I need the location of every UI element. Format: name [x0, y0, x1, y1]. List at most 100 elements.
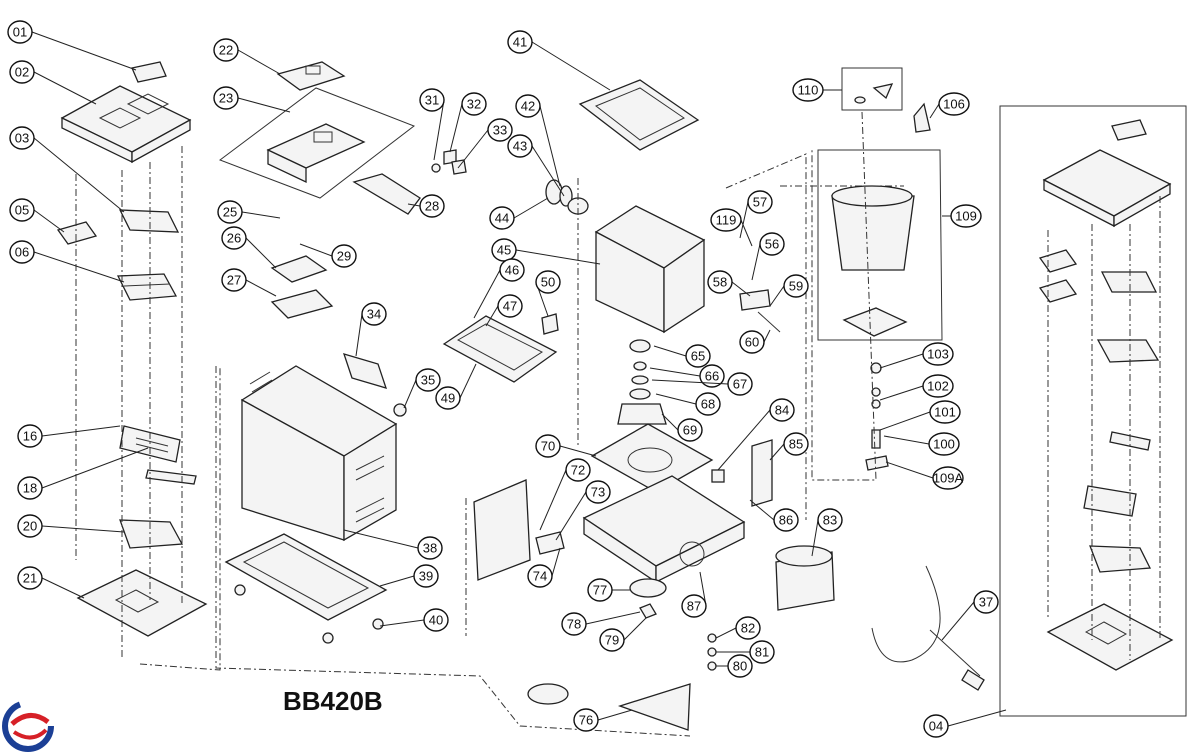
callout-circle-27 — [221, 268, 247, 292]
part-label-77: 77 — [593, 583, 607, 598]
callout-circle-86 — [773, 508, 799, 532]
leader-line-26 — [245, 237, 277, 269]
part-label-81: 81 — [755, 645, 769, 660]
part-label-84: 84 — [775, 403, 789, 418]
part-56-60-sensor — [739, 289, 781, 333]
part-label-65: 65 — [691, 349, 705, 364]
callout-circle-83 — [817, 508, 843, 532]
leader-line-43 — [531, 145, 565, 197]
part-20-base-plate — [119, 519, 184, 549]
part-label-67: 67 — [733, 377, 747, 392]
part-label-83: 83 — [823, 513, 837, 528]
leader-line-79 — [623, 617, 647, 641]
part-label-47: 47 — [503, 299, 517, 314]
callout-circle-69 — [677, 418, 703, 442]
part-42-43-44-seals — [545, 179, 589, 215]
part-01-window-flap — [131, 61, 167, 83]
part-65-69-drive-coupling — [617, 339, 667, 425]
callout-circle-101 — [929, 400, 961, 424]
callout-circle-68 — [695, 392, 721, 416]
part-label-25: 25 — [223, 205, 237, 220]
callout-circle-50 — [535, 270, 561, 294]
part-label-50: 50 — [541, 275, 555, 290]
leader-line-25 — [241, 211, 281, 219]
callout-circle-57 — [747, 190, 773, 214]
callout-circle-25 — [217, 200, 243, 224]
part-label-42: 42 — [521, 99, 535, 114]
callout-circle-20 — [17, 514, 43, 538]
part-label-87: 87 — [687, 599, 701, 614]
part-label-22: 22 — [219, 43, 233, 58]
leader-line-78 — [585, 611, 641, 625]
part-47-49-heating-element — [442, 315, 558, 383]
leader-line-65 — [653, 345, 687, 357]
callout-circle-38 — [417, 536, 443, 560]
callout-circle-109A — [932, 466, 964, 490]
part-label-45: 45 — [497, 243, 511, 258]
part-label-20: 20 — [23, 519, 37, 534]
part-34-hinge-bar — [342, 353, 388, 389]
leader-line-16 — [41, 425, 121, 437]
callout-circle-76 — [573, 708, 599, 732]
part-106-paddle — [913, 102, 931, 133]
leader-line-58 — [731, 281, 751, 297]
callout-circle-18 — [17, 476, 43, 500]
part-label-74: 74 — [533, 569, 547, 584]
callout-circle-103 — [922, 342, 954, 366]
leader-line-05 — [33, 209, 65, 233]
part-87-motor-base — [582, 475, 746, 584]
part-label-16: 16 — [23, 429, 37, 444]
leader-line-38 — [343, 529, 419, 549]
callout-circle-47 — [497, 294, 523, 318]
leader-line-72 — [539, 469, 567, 531]
part-label-106: 106 — [943, 97, 965, 112]
leader-line-31 — [433, 99, 445, 161]
callout-circle-67 — [727, 372, 753, 396]
leader-line-20 — [41, 525, 125, 533]
leader-line-47 — [485, 305, 499, 327]
part-label-109A: 109A — [933, 471, 964, 486]
callout-circle-35 — [415, 368, 441, 392]
part-label-35: 35 — [421, 373, 435, 388]
callout-circle-80 — [727, 654, 753, 678]
leader-line-57 — [739, 201, 749, 239]
part-37-power-cord — [871, 565, 985, 691]
part-23-control-panel — [218, 87, 416, 199]
leader-line-67 — [651, 379, 729, 385]
part-label-37: 37 — [979, 595, 993, 610]
part-label-02: 02 — [15, 65, 29, 80]
callout-circle-39 — [413, 564, 439, 588]
leader-line-34 — [355, 313, 363, 357]
part-label-78: 78 — [567, 617, 581, 632]
part-label-40: 40 — [429, 613, 443, 628]
part-35-knob — [393, 403, 407, 417]
leader-line-28 — [407, 203, 421, 207]
leader-line-85 — [769, 443, 785, 461]
part-41-lid-window — [578, 79, 700, 151]
leader-line-44 — [513, 197, 549, 219]
part-label-82: 82 — [741, 621, 755, 636]
callout-circle-100 — [928, 432, 960, 456]
part-label-39: 39 — [419, 569, 433, 584]
leader-line-41 — [531, 41, 611, 91]
callout-circle-66 — [699, 364, 725, 388]
part-50-clip — [541, 313, 559, 335]
leader-line-39 — [379, 575, 415, 587]
part-05-gasket — [56, 221, 98, 245]
part-label-102: 102 — [927, 379, 949, 394]
part-06-bracket — [116, 273, 178, 301]
callout-circle-106 — [938, 92, 970, 116]
callout-circle-37 — [973, 590, 999, 614]
brand-logo — [2, 700, 54, 752]
part-80-82-screws — [707, 633, 717, 671]
part-label-85: 85 — [789, 437, 803, 452]
part-label-05: 05 — [15, 203, 29, 218]
part-label-44: 44 — [495, 211, 509, 226]
leader-line-49 — [459, 363, 477, 399]
callout-circle-01 — [7, 20, 33, 44]
leader-line-60 — [763, 329, 771, 343]
part-38-housing — [240, 365, 398, 542]
callout-circle-73 — [585, 480, 611, 504]
part-label-76: 76 — [579, 713, 593, 728]
part-label-80: 80 — [733, 659, 747, 674]
